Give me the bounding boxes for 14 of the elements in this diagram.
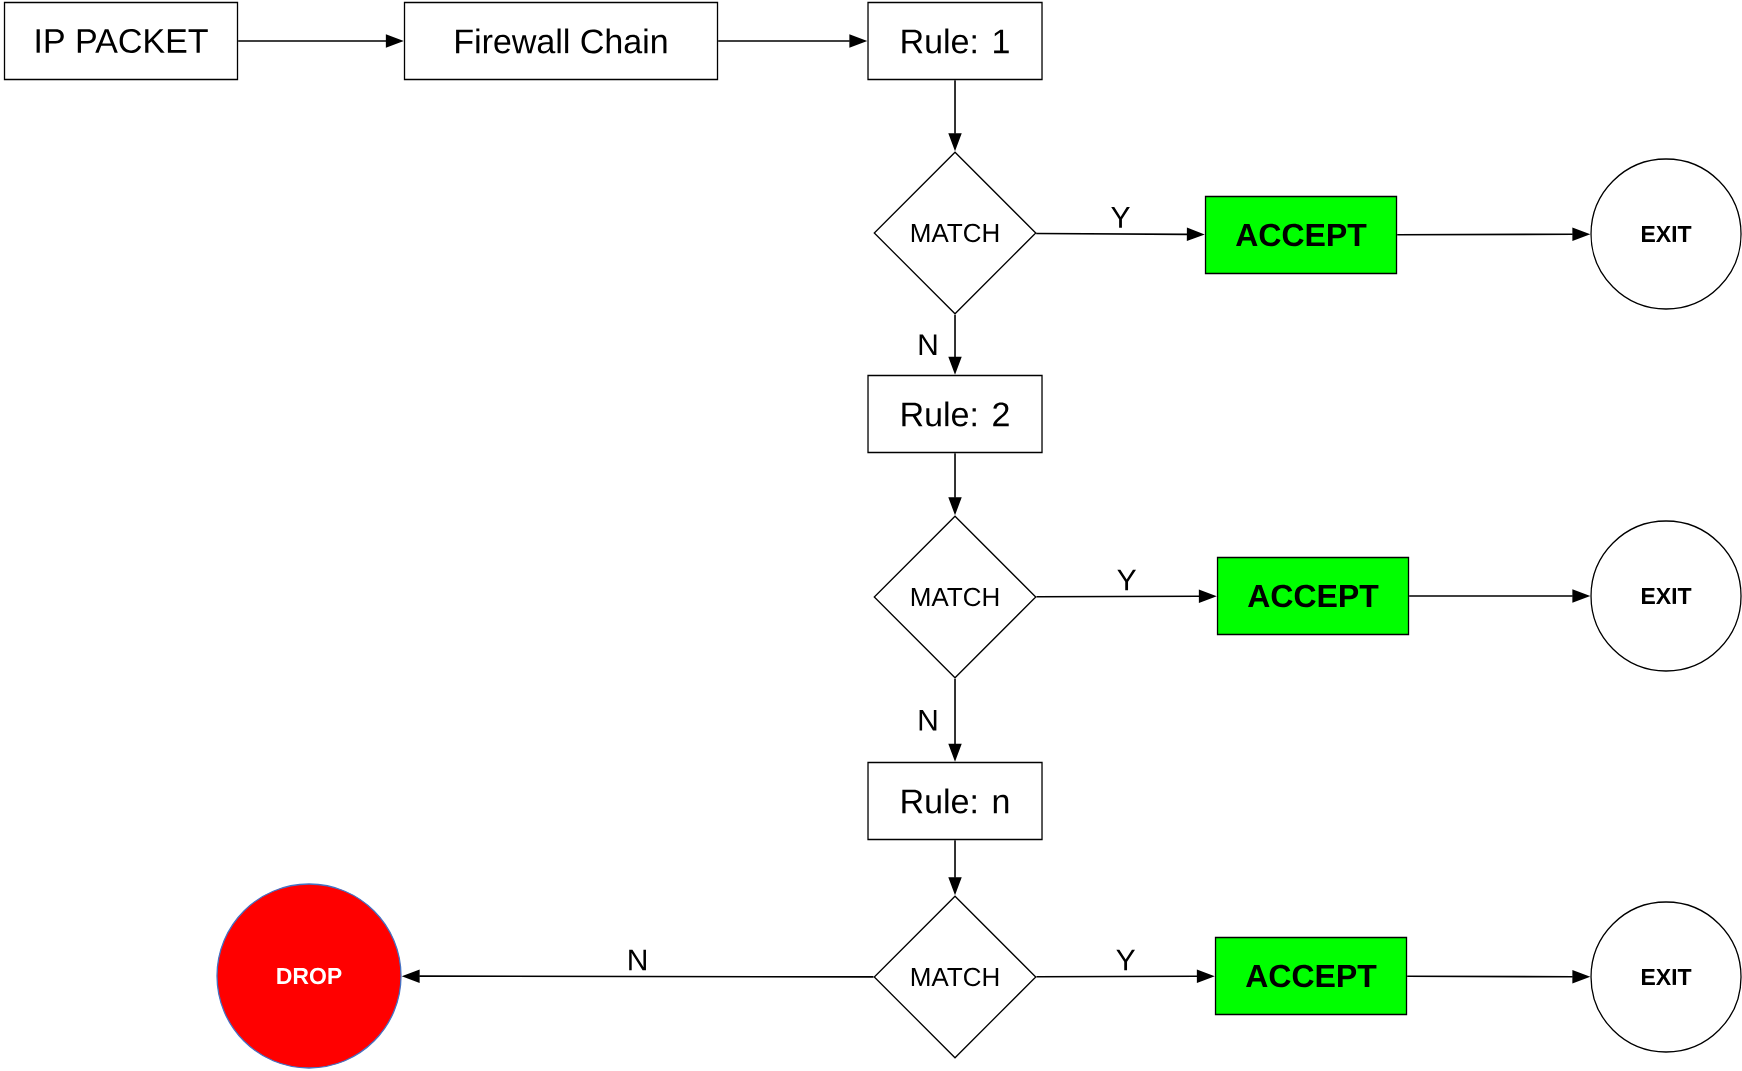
accept-box: ACCEPT bbox=[1214, 936, 1408, 1016]
process-box: Rule: 1 bbox=[867, 1, 1043, 81]
process-box: Rule: n bbox=[867, 761, 1043, 841]
edge-label: N bbox=[629, 949, 646, 971]
process-box: IP PACKET bbox=[3, 1, 239, 81]
accept-box: ACCEPT bbox=[1204, 195, 1398, 275]
process-box: Rule: 2 bbox=[867, 374, 1043, 454]
edge-label: N bbox=[919, 709, 937, 731]
edge-label: Y bbox=[1117, 569, 1136, 591]
accept-box: ACCEPT bbox=[1216, 556, 1410, 636]
edge-label: Y bbox=[1111, 207, 1130, 228]
edge-label: N bbox=[919, 334, 937, 356]
edge-label: Y bbox=[1116, 949, 1135, 971]
process-box: Firewall Chain bbox=[403, 1, 719, 81]
